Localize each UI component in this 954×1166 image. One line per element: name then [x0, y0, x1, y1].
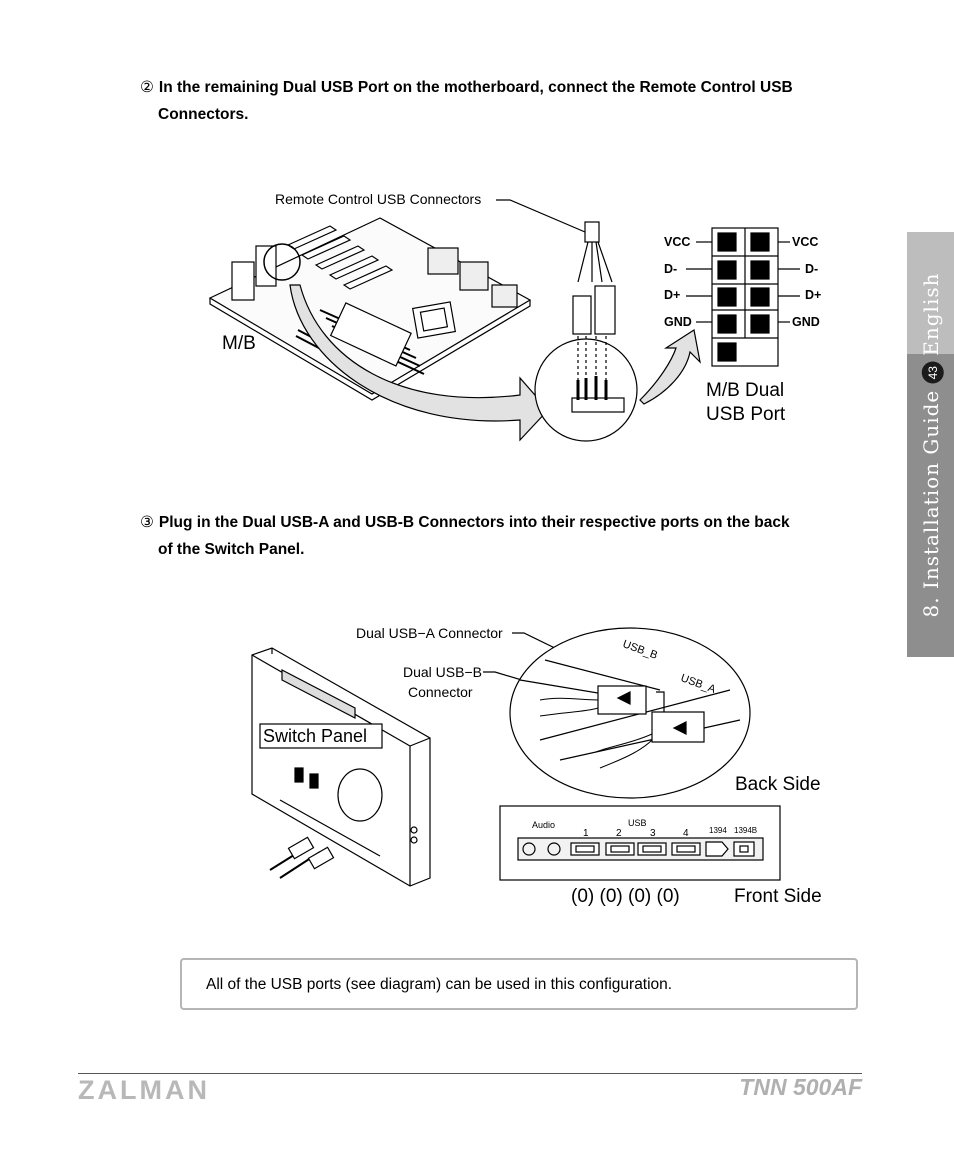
brand-logo: ZALMAN — [78, 1075, 210, 1105]
motherboard-drawing — [208, 217, 532, 401]
language-label: English — [918, 271, 943, 356]
switch-panel-drawing — [251, 647, 431, 887]
pin-left-d-minus: D- — [664, 262, 678, 276]
front-1394b-label: 1394B — [734, 826, 758, 835]
pin-right-d-plus: D+ — [805, 288, 822, 302]
mb-label: M/B — [222, 333, 256, 354]
remote-usb-connector-label: Remote Control USB Connectors — [275, 191, 482, 207]
usb-port-markers: (0) (0) (0) (0) — [571, 886, 680, 907]
dual-usb-b-connector-label-line2: Connector — [408, 684, 473, 700]
pin-right-vcc: VCC — [792, 235, 819, 249]
usb-pin-header — [686, 227, 800, 367]
pin-left-vcc: VCC — [664, 235, 691, 249]
front-port-1: 1 — [583, 828, 589, 839]
step-number: ② — [140, 79, 154, 96]
front-1394-label: 1394 — [709, 826, 727, 835]
front-port-4: 4 — [683, 828, 689, 839]
mb-dual-usb-port-label-line1: M/B Dual — [706, 380, 785, 401]
front-usb-label: USB — [628, 818, 647, 828]
mb-dual-usb-port-label-line2: USB Port — [706, 404, 786, 425]
pin-right-gnd: GND — [792, 315, 820, 329]
switch-panel-label: Switch Panel — [263, 726, 368, 746]
model-name: TNN 500AF — [739, 1074, 862, 1100]
note-text: All of the USB ports (see diagram) can b… — [206, 976, 673, 993]
step-text-line2: of the Switch Panel. — [158, 541, 305, 558]
step-text-line1: Plug in the Dual USB-A and USB-B Connect… — [158, 514, 790, 531]
pin-left-gnd: GND — [664, 315, 692, 329]
pin-right-d-minus: D- — [805, 262, 819, 276]
side-tab-text: 8. Installation Guide 43 English — [907, 232, 954, 657]
step-text-line2: Connectors. — [158, 106, 249, 123]
step-text-line1: In the remaining Dual USB Port on the mo… — [158, 79, 793, 96]
pin-left-d-plus: D+ — [664, 288, 681, 302]
section-title: 8. Installation Guide — [918, 389, 943, 618]
page-number-badge: 43 — [920, 361, 943, 384]
step-number: ③ — [140, 514, 154, 531]
front-audio-label: Audio — [532, 820, 556, 830]
front-port-2: 2 — [616, 828, 622, 839]
note-box: All of the USB ports (see diagram) can b… — [180, 958, 858, 1010]
front-port-3: 3 — [650, 828, 656, 839]
front-side-label: Front Side — [734, 886, 822, 907]
footer-divider — [78, 1073, 862, 1074]
back-side-label: Back Side — [735, 774, 821, 795]
dual-usb-a-connector-label: Dual USB−A Connector — [356, 625, 503, 641]
side-tab — [907, 232, 954, 657]
dual-usb-b-connector-label-line1: Dual USB−B — [403, 664, 482, 680]
